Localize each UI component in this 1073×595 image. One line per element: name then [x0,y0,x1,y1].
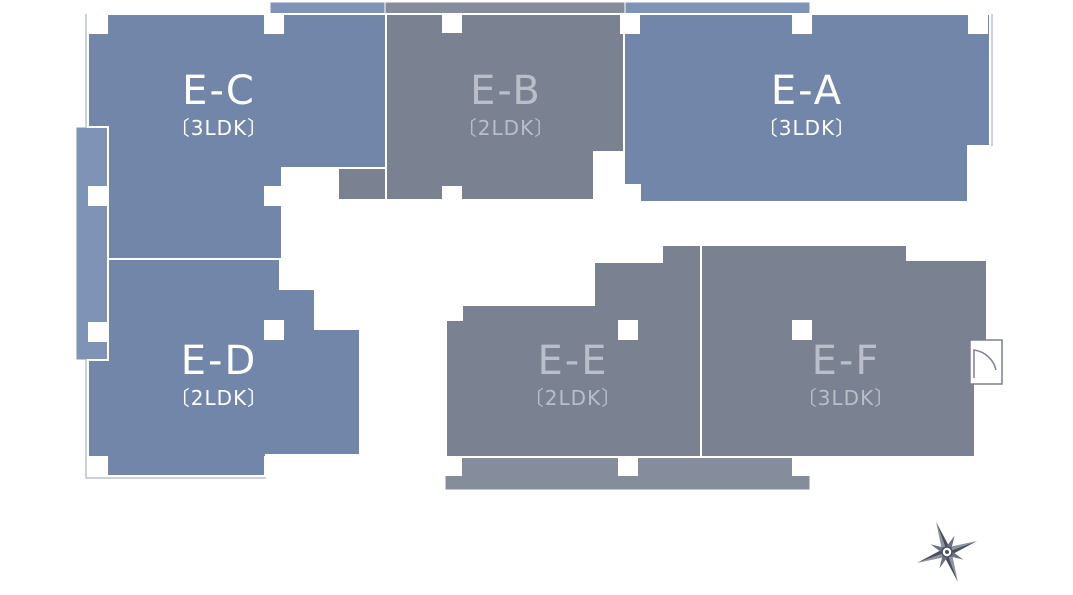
column [620,186,640,206]
column [264,14,284,34]
column [968,456,988,476]
floor-outline [85,14,993,479]
column [618,320,638,340]
door-icon [969,339,1003,385]
column [618,456,638,476]
unit-e-e[interactable] [445,244,702,458]
column [264,320,284,340]
unit-e-e-shape[interactable] [445,244,702,458]
column [442,13,462,33]
column [442,186,462,206]
unit-e-a-shape[interactable] [623,13,991,203]
column [88,14,108,34]
column [264,186,284,206]
column [264,456,284,476]
unit-e-d[interactable] [87,258,361,477]
column [620,14,640,34]
column [88,186,108,206]
column [792,456,812,476]
unit-e-a[interactable] [623,13,991,203]
structural-columns [88,13,988,476]
unit-e-c[interactable] [87,13,387,260]
column [792,320,812,340]
compass-rose-icon [916,521,978,583]
unit-e-f-shape[interactable] [700,244,988,458]
unit-e-c-shape[interactable] [87,13,387,260]
column [792,14,812,34]
column [88,456,108,476]
column [442,456,462,476]
unit-e-d-shape[interactable] [87,258,361,477]
unit-e-f[interactable] [700,244,988,458]
column [968,14,988,34]
column [88,322,108,342]
